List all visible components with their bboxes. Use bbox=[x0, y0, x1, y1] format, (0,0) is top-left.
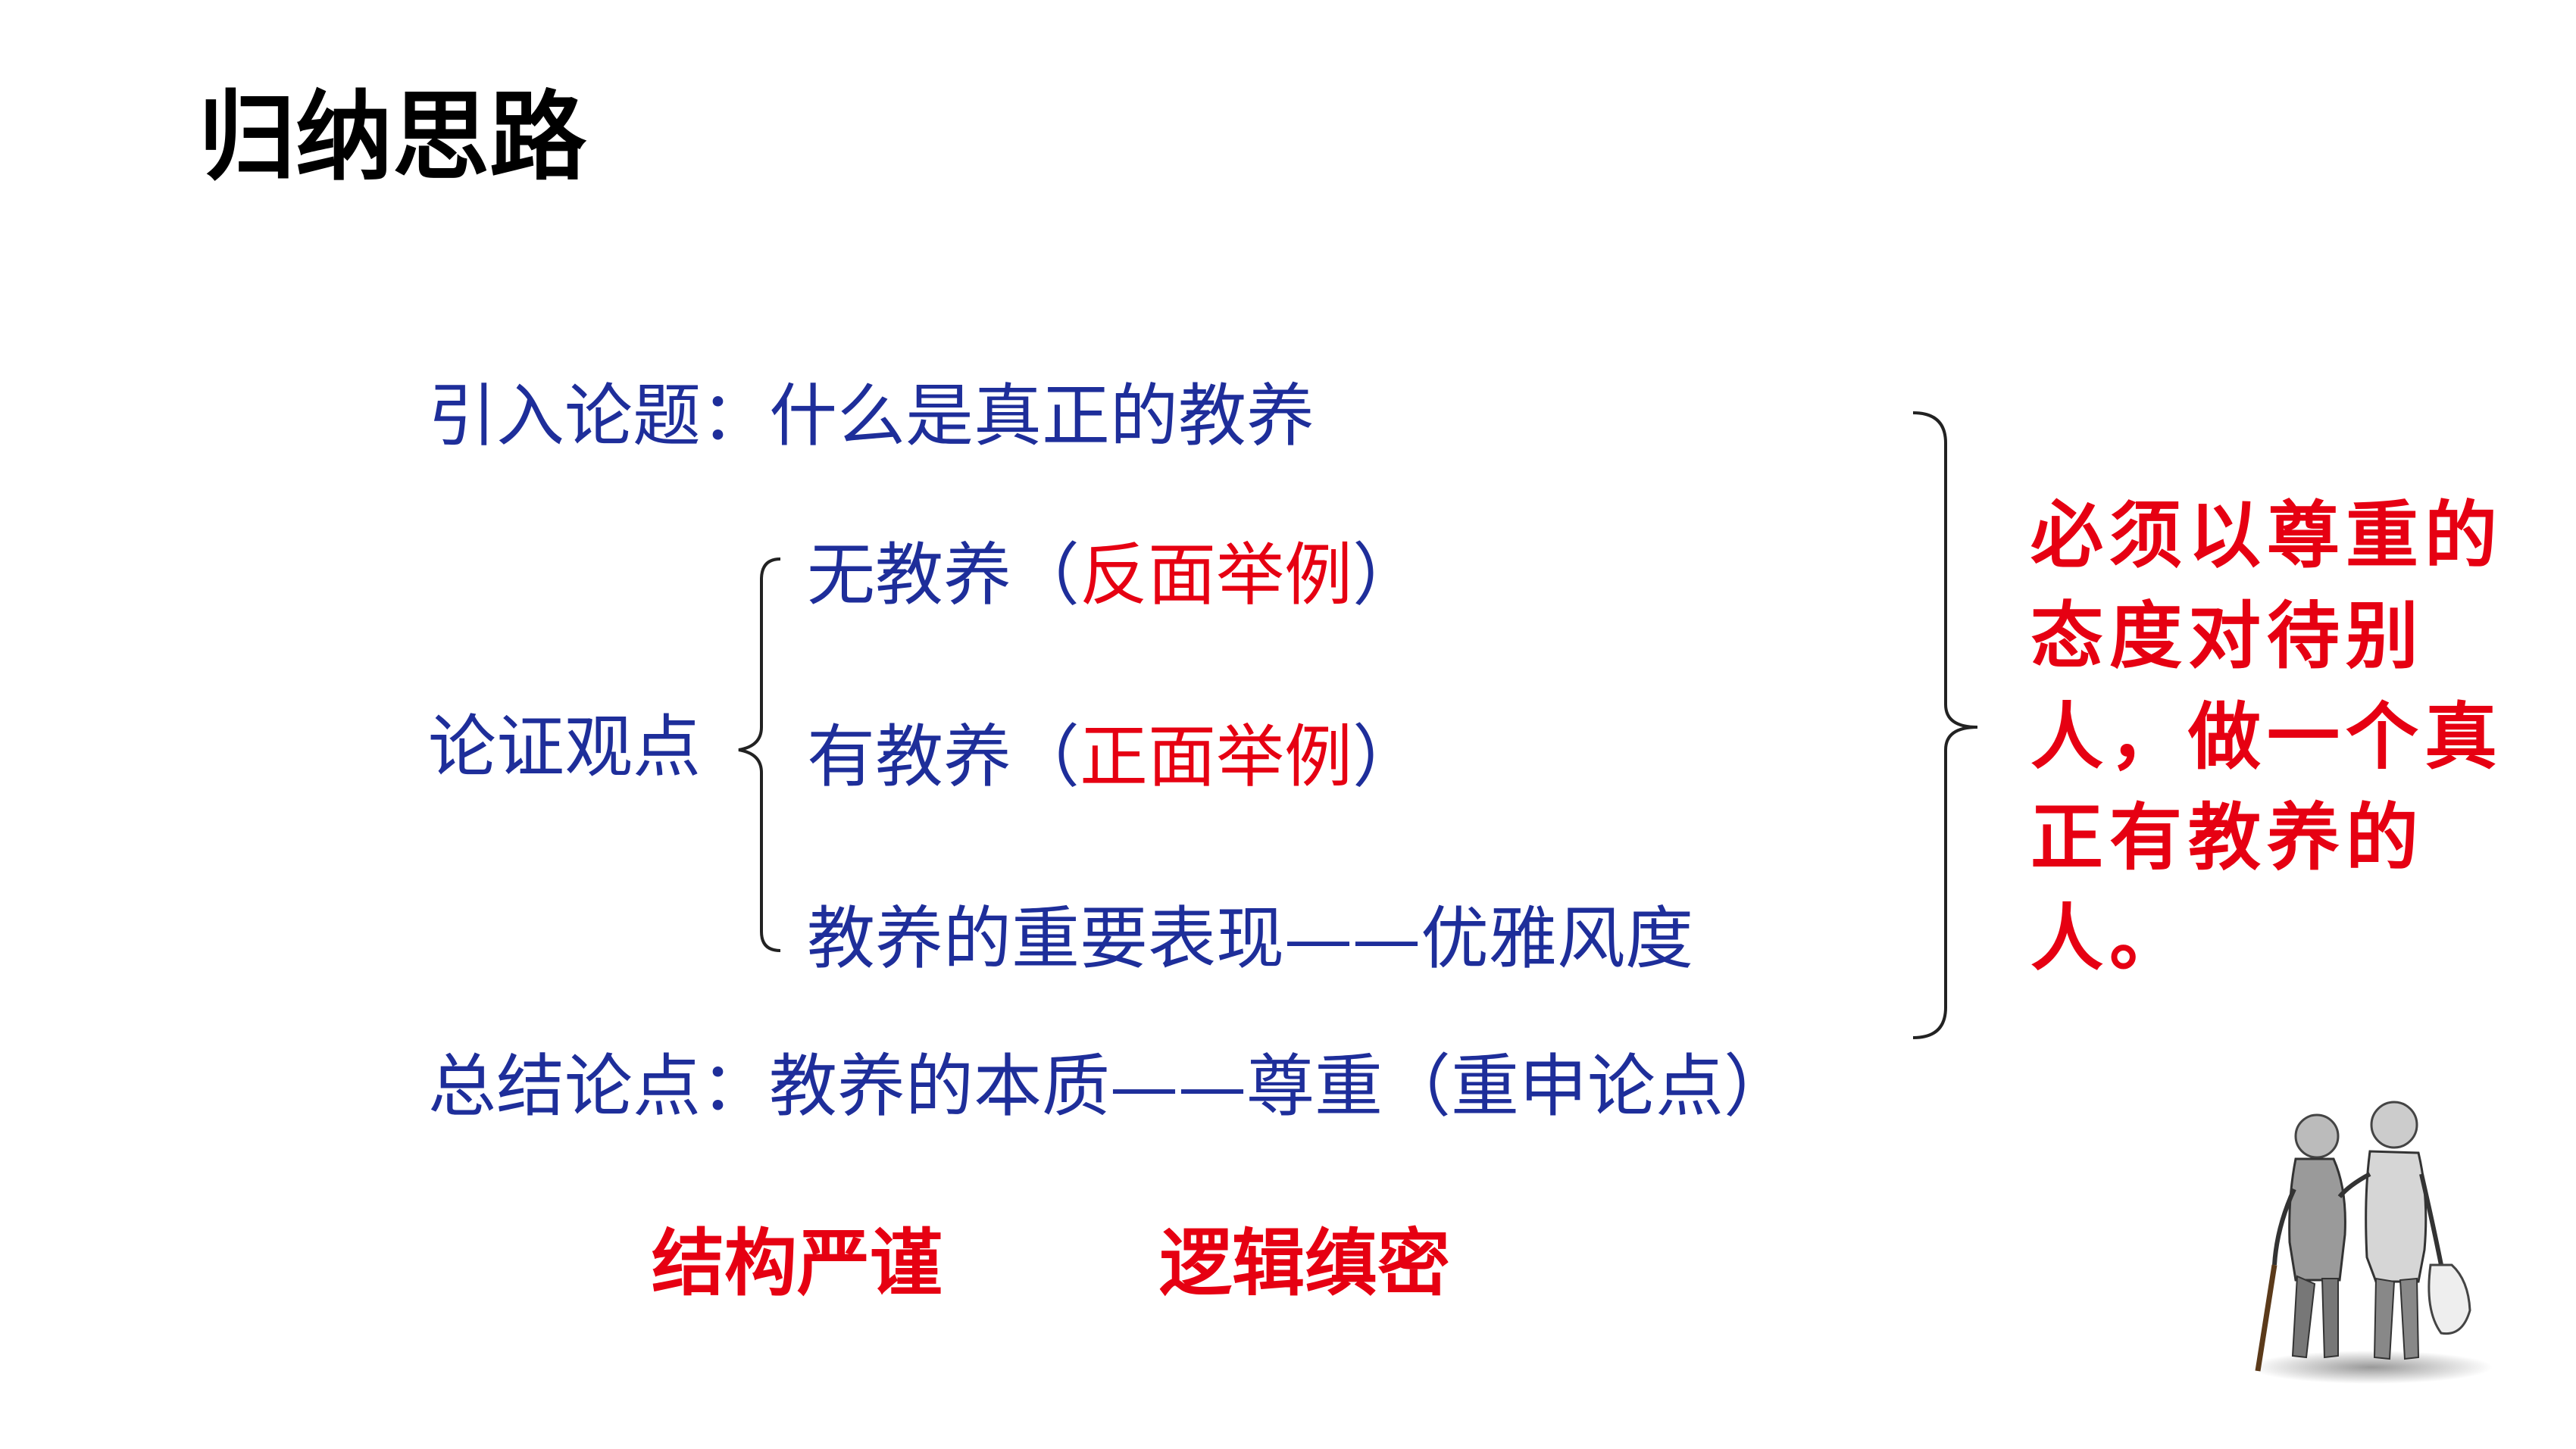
point-negative-highlight: 反面举例 bbox=[1080, 536, 1352, 615]
elderly-pair-illustration bbox=[2250, 1101, 2493, 1384]
conclusion-text: 必须以尊重的态度对待别人，做一个真正有教养的人。 bbox=[2030, 492, 2503, 981]
page-title: 归纳思路 bbox=[199, 81, 587, 194]
point-positive: 有教养（正面举例） bbox=[807, 723, 1421, 792]
intro-line: 引入论题：什么是真正的教养 bbox=[428, 383, 1315, 451]
right-brace bbox=[1912, 411, 1978, 1039]
intro-content: 什么是真正的教养 bbox=[769, 376, 1315, 456]
intro-label: 引入论题： bbox=[428, 376, 769, 456]
point-negative-suffix: ） bbox=[1352, 536, 1421, 615]
point-positive-highlight: 正面举例 bbox=[1080, 717, 1352, 797]
feature-structure: 结构严谨 bbox=[652, 1221, 943, 1306]
feature-logic: 逻辑缜密 bbox=[1159, 1221, 1450, 1306]
point-positive-prefix: 有教养（ bbox=[807, 717, 1080, 797]
summary-label: 总结论点： bbox=[428, 1047, 769, 1126]
point-negative: 无教养（反面举例） bbox=[807, 542, 1421, 610]
argue-label: 论证观点 bbox=[428, 707, 701, 787]
point-manner: 教养的重要表现——优雅风度 bbox=[807, 899, 1693, 979]
point-negative-prefix: 无教养（ bbox=[807, 536, 1080, 615]
summary-line: 总结论点：教养的本质——尊重（重申论点） bbox=[428, 1053, 1792, 1121]
point-positive-suffix: ） bbox=[1352, 717, 1421, 797]
summary-content: 教养的本质——尊重（重申论点） bbox=[769, 1047, 1792, 1126]
left-brace bbox=[738, 557, 781, 952]
